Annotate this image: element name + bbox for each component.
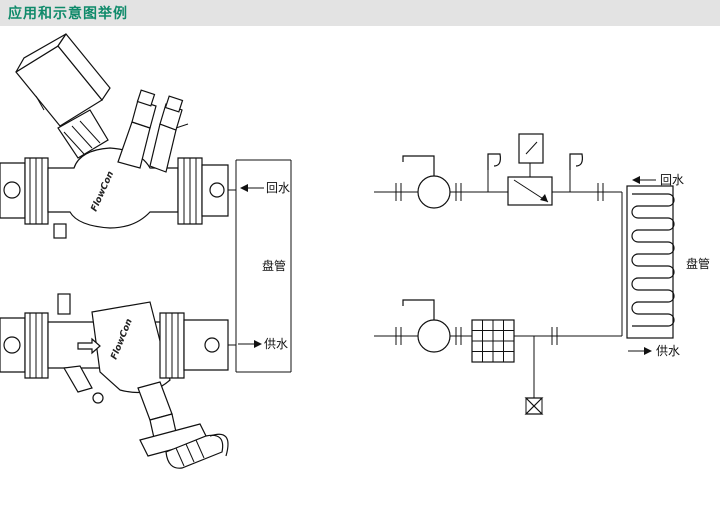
section-header: 应用和示意图举例 — [0, 0, 720, 26]
right-supply-label: 供水 — [656, 344, 680, 358]
upper-valve-illustration: FlowCon — [0, 32, 229, 239]
right-return-label: 回水 — [660, 173, 684, 187]
section-title: 应用和示意图举例 — [8, 6, 128, 22]
left-supply-arrowhead — [254, 340, 262, 348]
upper-pump-symbol — [417, 175, 451, 209]
coil-serpentine — [631, 193, 675, 327]
coil-frame — [626, 185, 674, 339]
right-coil-label: 盘管 — [686, 256, 710, 271]
gauge-2 — [569, 153, 583, 170]
lower-pump-symbol — [417, 319, 451, 353]
gauge-1 — [487, 153, 501, 170]
left-piping — [228, 159, 292, 373]
lower-pump-return — [402, 299, 435, 320]
actuator-symbol — [518, 133, 544, 164]
lower-valve-illustration: FlowCon — [0, 293, 229, 469]
left-coil-label: 盘管 — [262, 258, 286, 273]
left-supply-label: 供水 — [264, 337, 288, 351]
left-return-arrowhead — [240, 184, 248, 192]
upper-pump-return — [402, 155, 435, 176]
drain-valve-symbol — [524, 397, 544, 415]
left-return-label: 回水 — [266, 181, 290, 195]
right-schematic — [374, 133, 675, 415]
